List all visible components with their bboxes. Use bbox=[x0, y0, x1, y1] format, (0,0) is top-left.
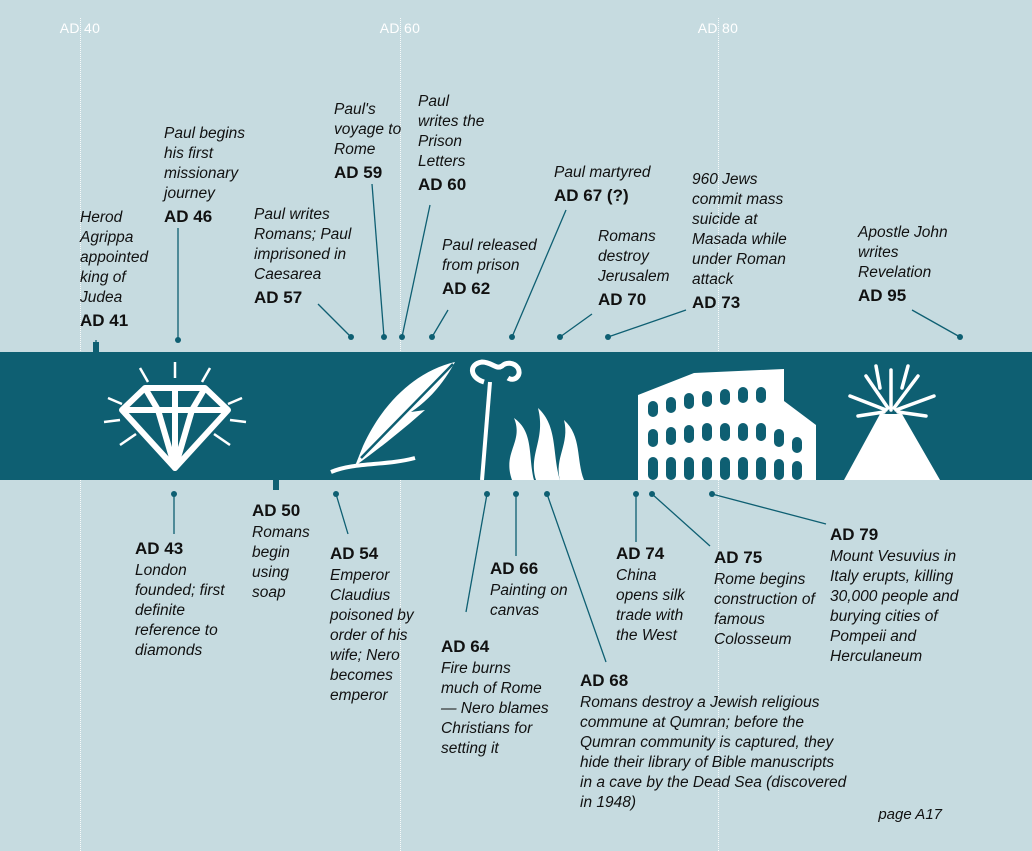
event-ad-73: 960 Jews commit mass suicide at Masada w… bbox=[692, 170, 810, 313]
event-year: AD 68 bbox=[580, 671, 629, 690]
event-ad-60: Paul writes the Prison Letters AD 60 bbox=[418, 92, 488, 195]
event-ad-70: Romans destroy Jerusalem AD 70 bbox=[598, 227, 678, 310]
leader-above-59 bbox=[371, 183, 387, 340]
event-text: London founded; first definite reference… bbox=[135, 562, 225, 659]
leader-below-43 bbox=[171, 491, 177, 534]
decade-label-60: AD 60 bbox=[379, 20, 421, 36]
event-year: AD 70 bbox=[598, 290, 647, 309]
event-ad-79: AD 79 Mount Vesuvius in Italy erupts, ki… bbox=[830, 524, 980, 667]
leader-below-54 bbox=[333, 491, 349, 535]
decade-label-80: AD 80 bbox=[697, 20, 739, 36]
leader-below-74 bbox=[633, 491, 639, 542]
event-text: Paul writes the Prison Letters bbox=[418, 93, 485, 170]
event-year: AD 54 bbox=[330, 544, 379, 563]
quill-icon bbox=[330, 362, 455, 474]
event-ad-75: AD 75 Rome begins construction of famous… bbox=[714, 547, 824, 650]
event-year: AD 67 (?) bbox=[554, 186, 629, 205]
event-text: Paul martyred bbox=[554, 164, 651, 181]
leader-above-62 bbox=[429, 309, 449, 340]
event-text: Paul released from prison bbox=[442, 237, 537, 274]
leader-below-68 bbox=[544, 491, 607, 663]
event-ad-57: Paul writes Romans; Paul imprisoned in C… bbox=[254, 205, 374, 308]
volcano-icon bbox=[844, 364, 940, 480]
event-text: Painting on canvas bbox=[490, 582, 568, 619]
event-text: Romans destroy a Jewish religious commun… bbox=[580, 694, 847, 811]
event-year: AD 95 bbox=[858, 286, 907, 305]
leader-below-64 bbox=[465, 491, 490, 613]
event-year: AD 57 bbox=[254, 288, 303, 307]
event-year: AD 66 bbox=[490, 559, 539, 578]
event-ad-46: Paul begins his first missionary journey… bbox=[164, 124, 262, 227]
event-year: AD 46 bbox=[164, 207, 213, 226]
event-year: AD 74 bbox=[616, 544, 665, 563]
event-year: AD 73 bbox=[692, 293, 741, 312]
event-text: Paul's voyage to Rome bbox=[334, 101, 402, 158]
event-ad-66: AD 66 Painting on canvas bbox=[490, 558, 580, 621]
event-year: AD 50 bbox=[252, 501, 301, 520]
diamond-icon bbox=[103, 362, 247, 471]
event-ad-59: Paul's voyage to Rome AD 59 bbox=[334, 100, 406, 183]
event-year: AD 64 bbox=[441, 637, 490, 656]
event-text: Apostle John writes Revelation bbox=[858, 224, 948, 281]
event-ad-67: Paul martyred AD 67 (?) bbox=[554, 163, 674, 206]
event-year: AD 41 bbox=[80, 311, 129, 330]
colosseum-icon bbox=[638, 369, 816, 480]
event-year: AD 75 bbox=[714, 548, 763, 567]
event-text: Paul begins his first missionary journey bbox=[164, 125, 246, 202]
event-text: Rome begins construction of famous Colos… bbox=[714, 571, 815, 648]
event-ad-54: AD 54 Emperor Claudius poisoned by order… bbox=[330, 543, 442, 706]
leader-above-73 bbox=[605, 309, 687, 340]
event-ad-62: Paul released from prison AD 62 bbox=[442, 236, 552, 299]
leader-above-95 bbox=[911, 309, 963, 340]
leader-below-66 bbox=[513, 491, 519, 556]
event-year: AD 62 bbox=[442, 279, 491, 298]
event-ad-74: AD 74 China opens silk trade with the We… bbox=[616, 543, 702, 646]
event-text: Mount Vesuvius in Italy erupts, killing … bbox=[830, 548, 959, 665]
leader-above-67 bbox=[509, 209, 567, 340]
page-number: page A17 bbox=[878, 806, 942, 823]
event-ad-68: AD 68 Romans destroy a Jewish religious … bbox=[580, 670, 848, 813]
leader-above-46 bbox=[175, 228, 181, 343]
event-text: Emperor Claudius poisoned by order of hi… bbox=[330, 567, 414, 704]
event-text: Romans destroy Jerusalem bbox=[598, 228, 670, 285]
event-ad-41: Herod Agrippa appointed king of Judea AD… bbox=[80, 208, 170, 331]
event-text: China opens silk trade with the West bbox=[616, 567, 685, 644]
event-year: AD 60 bbox=[418, 175, 467, 194]
event-ad-64: AD 64 Fire burns much of Rome— Nero blam… bbox=[441, 636, 551, 759]
event-text: Romans begin using soap bbox=[252, 524, 310, 601]
tick-41 bbox=[93, 342, 99, 352]
leader-above-60 bbox=[399, 204, 431, 340]
event-text: Herod Agrippa appointed king of Judea bbox=[80, 209, 149, 306]
event-ad-43: AD 43 London founded; first definite ref… bbox=[135, 538, 240, 661]
event-text: Fire burns much of Rome— Nero blames Chr… bbox=[441, 660, 549, 757]
decade-label-40: AD 40 bbox=[59, 20, 101, 36]
fire-icon bbox=[470, 359, 584, 480]
event-year: AD 79 bbox=[830, 525, 879, 544]
leader-above-70 bbox=[557, 313, 593, 340]
event-text: 960 Jews commit mass suicide at Masada w… bbox=[692, 171, 787, 288]
tick-50 bbox=[273, 480, 279, 490]
event-year: AD 59 bbox=[334, 163, 383, 182]
event-text: Paul writes Romans; Paul imprisoned in C… bbox=[254, 206, 352, 283]
event-year: AD 43 bbox=[135, 539, 184, 558]
leader-above-57 bbox=[317, 303, 354, 340]
leader-below-79 bbox=[709, 491, 827, 525]
event-ad-50: AD 50 Romans begin using soap bbox=[252, 500, 322, 603]
event-ad-95: Apostle John writes Revelation AD 95 bbox=[858, 223, 958, 306]
leader-below-75 bbox=[649, 491, 711, 547]
